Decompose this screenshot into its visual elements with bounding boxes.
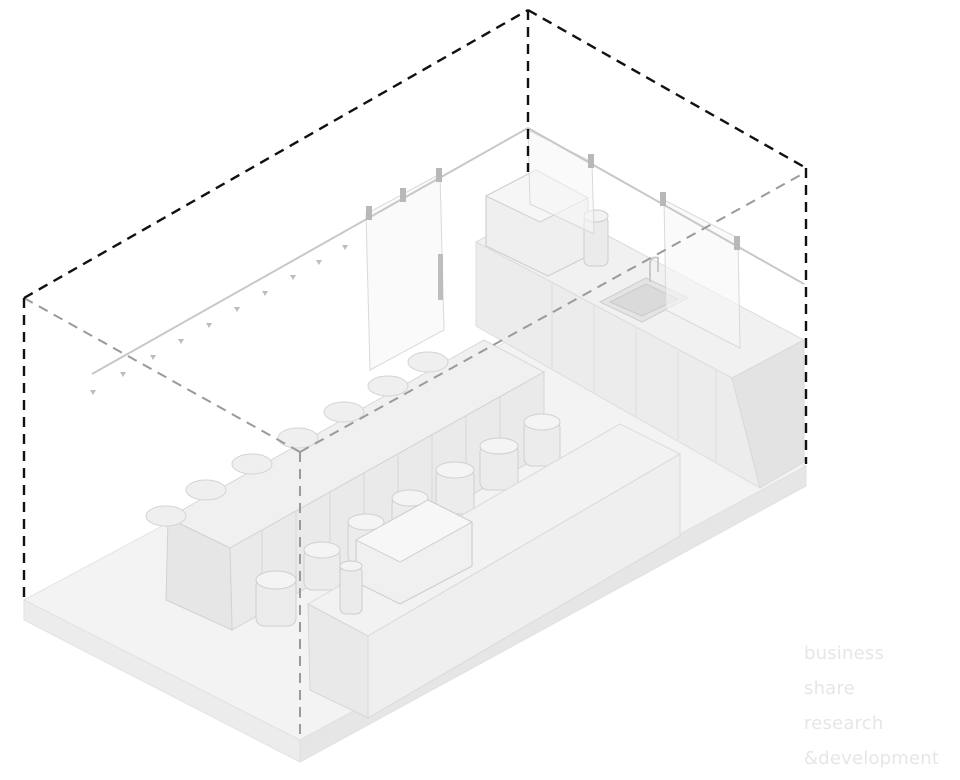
bar-stool-seats xyxy=(255,413,561,590)
espresso-machine-2-top xyxy=(354,499,474,563)
caption-line-development: &development xyxy=(804,748,940,769)
grinder-2-body xyxy=(339,565,363,615)
door-handle xyxy=(438,254,443,300)
front-frame-dashed xyxy=(22,8,808,600)
bar-counter-end xyxy=(165,517,233,631)
grinder-2-hopper xyxy=(339,560,363,572)
caption-line-share: share xyxy=(804,678,855,699)
pendant-lights xyxy=(90,245,348,395)
track-clamps xyxy=(366,154,740,250)
bar-counter xyxy=(145,339,561,631)
track-rail xyxy=(91,127,529,375)
back-frame-dashed xyxy=(23,171,807,740)
caption-line-research: research xyxy=(804,713,884,734)
front-counter xyxy=(306,423,682,719)
faucet-icon xyxy=(649,256,659,282)
ceiling-track xyxy=(90,127,805,395)
front-counter-side xyxy=(367,453,681,719)
glass-panel xyxy=(365,173,445,371)
bar-stools-back-row xyxy=(145,351,449,527)
caption-line-business: business xyxy=(804,643,885,664)
back-counter-side xyxy=(731,339,805,489)
caption-block: business share research &development xyxy=(804,636,960,776)
